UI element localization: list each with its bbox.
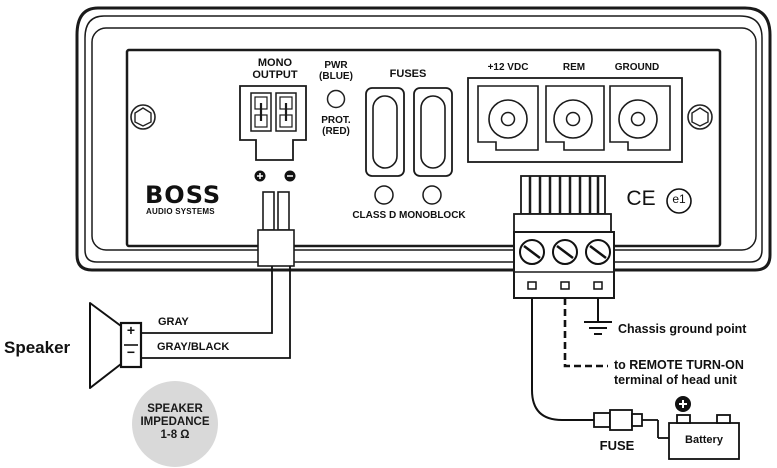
- speaker-plug: [257, 191, 295, 267]
- mono-output-label: MONO OUTPUT: [252, 57, 298, 81]
- e1-mark-label: e1: [672, 192, 686, 206]
- chassis-ground-label: Chassis ground point: [618, 322, 747, 336]
- inline-fuse: [593, 409, 658, 431]
- wire-grayblack-label: GRAY/BLACK: [157, 341, 230, 353]
- speaker-label: Speaker: [4, 338, 71, 357]
- screw-right: [687, 104, 713, 130]
- power-connector-plug: [513, 175, 615, 299]
- mono-output-connector: [239, 85, 307, 161]
- screw-left: [130, 104, 156, 130]
- pwr-led: [326, 89, 346, 109]
- fuses-label: FUSES: [389, 68, 427, 80]
- output-polarity-marks: [254, 170, 296, 182]
- pwr-led-label: PWR (BLUE): [319, 60, 353, 82]
- speaker-wires: [139, 266, 291, 359]
- brand-subtitle: AUDIO SYSTEMS: [146, 207, 215, 216]
- remote-turn-on-label: to REMOTE TURN-ON terminal of head unit: [614, 358, 744, 387]
- battery: [657, 396, 740, 460]
- impedance-text: SPEAKER IMPEDANCE 1-8 Ω: [140, 403, 210, 442]
- ce-mark: CE: [626, 187, 656, 210]
- terminal-12vdc-label: +12 VDC: [487, 62, 529, 73]
- terminal-ground-label: GROUND: [614, 62, 660, 73]
- speaker-icon: [89, 302, 143, 389]
- power-connector-screws: [519, 239, 611, 265]
- prot-led-label: PROT. (RED): [321, 115, 351, 137]
- speaker-minus-sign: −: [126, 344, 136, 360]
- fuse-label: FUSE: [599, 438, 635, 453]
- brand-logo: BOSS: [145, 181, 222, 209]
- impedance-badge: [132, 381, 218, 467]
- wire-gray-label: GRAY: [158, 316, 189, 328]
- terminal-rem-label: REM: [562, 62, 586, 73]
- power-wires: [531, 298, 612, 421]
- power-connector-sockets: [527, 281, 603, 290]
- fuse-slots: [365, 87, 453, 205]
- cert-e1-mark: [666, 188, 692, 214]
- power-terminal-block: [467, 77, 683, 163]
- model-label: CLASS D MONOBLOCK: [352, 210, 466, 221]
- battery-label: Battery: [685, 434, 723, 446]
- speaker-plus-sign: +: [126, 322, 136, 338]
- amplifier-housing: [75, 6, 772, 272]
